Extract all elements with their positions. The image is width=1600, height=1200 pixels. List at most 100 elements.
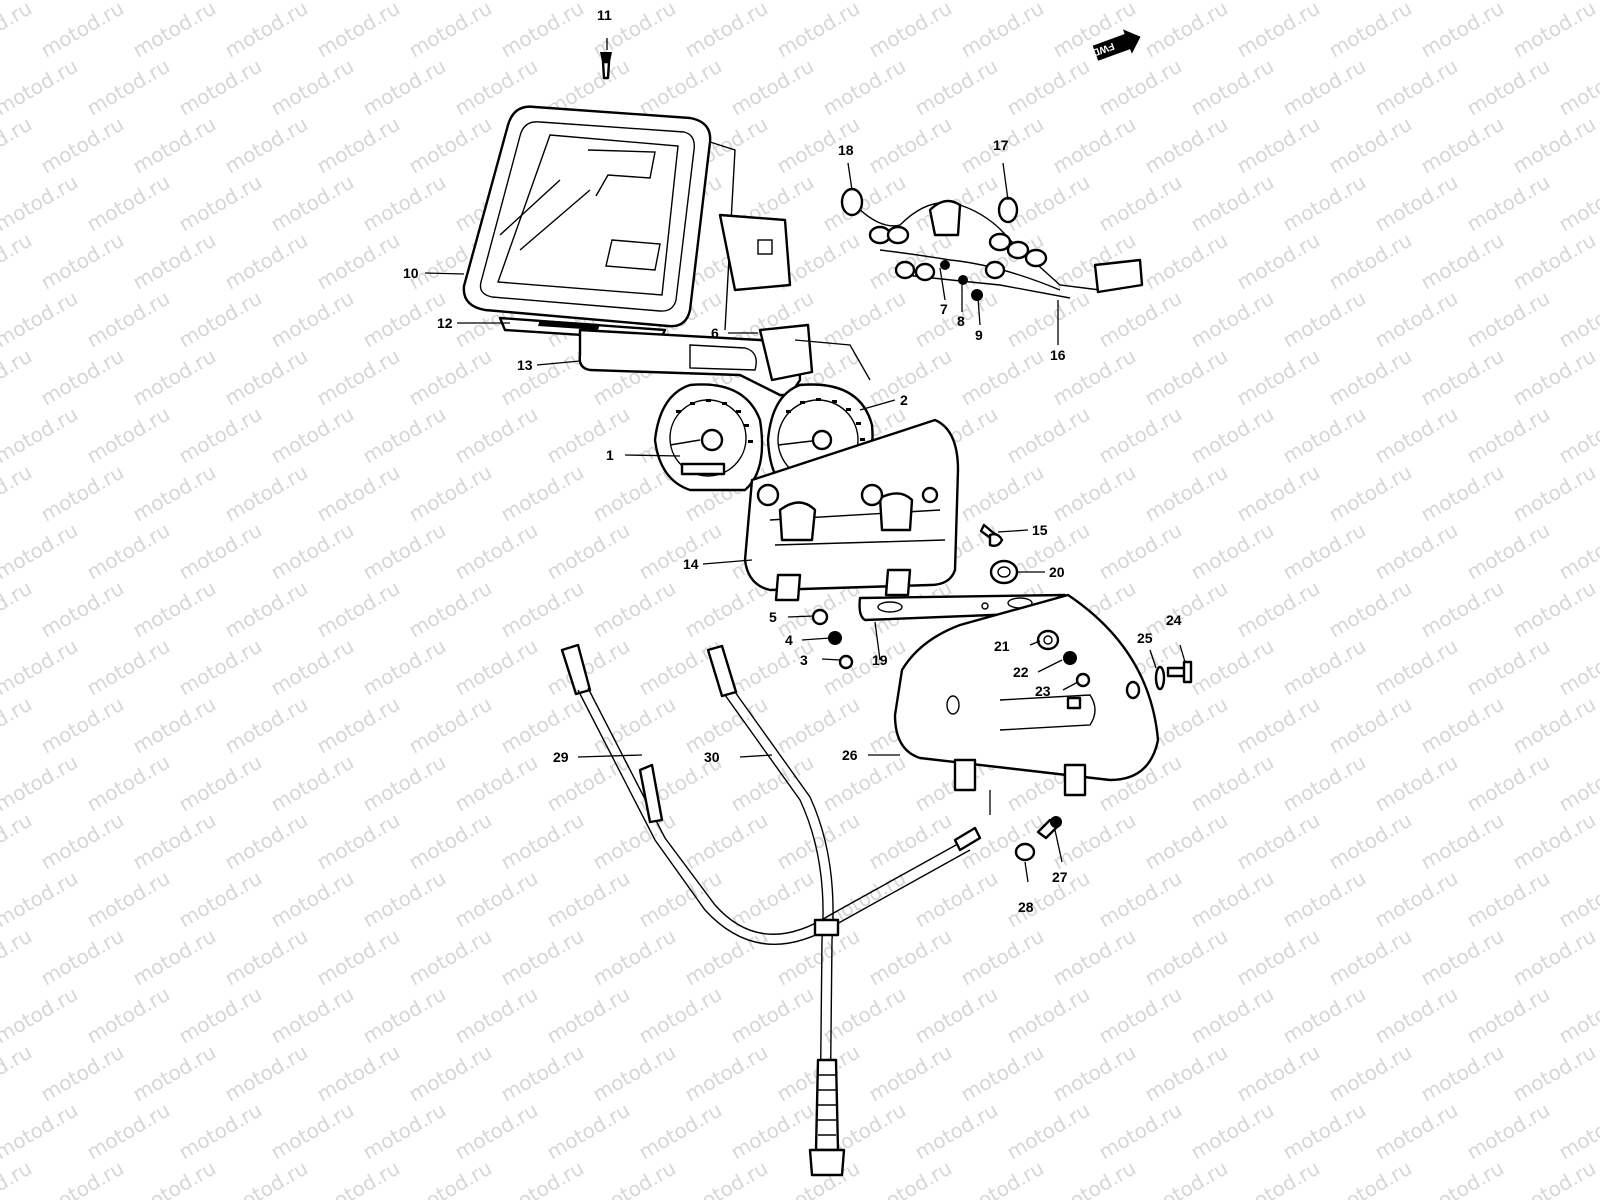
watermark-text: motod.ru <box>129 344 220 411</box>
watermark-text: motod.ru <box>0 982 82 1049</box>
socket-18 <box>840 187 864 217</box>
watermark-text: motod.ru <box>175 750 266 817</box>
watermark-text: motod.ru <box>1095 0 1186 4</box>
watermark-text: motod.ru <box>405 692 496 759</box>
watermark-text: motod.ru <box>635 54 726 121</box>
watermark-text: motod.ru <box>497 0 588 62</box>
watermark-text: motod.ru <box>405 112 496 179</box>
watermark-text: motod.ru <box>1141 808 1232 875</box>
watermark-text: motod.ru <box>0 402 82 469</box>
watermark-text: motod.ru <box>957 460 1048 527</box>
watermark-text: motod.ru <box>589 692 680 759</box>
bolt-24 <box>1166 660 1193 684</box>
watermark-text: motod.ru <box>1279 286 1370 353</box>
watermark-text: motod.ru <box>1095 518 1186 585</box>
washer-23 <box>1075 672 1091 688</box>
watermark-text: motod.ru <box>1003 0 1094 4</box>
watermark-text: motod.ru <box>1463 866 1554 933</box>
callout-10: 10 <box>403 265 419 281</box>
watermark-text: motod.ru <box>451 1098 542 1165</box>
watermark-text: motod.ru <box>865 0 956 62</box>
watermark-text: motod.ru <box>1279 982 1370 1049</box>
watermark-text: motod.ru <box>543 0 634 4</box>
watermark-text: motod.ru <box>451 866 542 933</box>
watermark-text: motod.ru <box>175 982 266 1049</box>
watermark-text: motod.ru <box>589 808 680 875</box>
watermark-text: motod.ru <box>313 1156 404 1200</box>
watermark-text: motod.ru <box>267 54 358 121</box>
watermark-text: motod.ru <box>175 0 266 4</box>
tachometer-gauge <box>653 383 764 492</box>
watermark-text: motod.ru <box>1509 344 1600 411</box>
watermark-text: motod.ru <box>359 982 450 1049</box>
watermark-text: motod.ru <box>1417 460 1508 527</box>
watermark-text: motod.ru <box>1463 1098 1554 1165</box>
watermark-text: motod.ru <box>1325 344 1416 411</box>
watermark-text: motod.ru <box>497 1040 588 1107</box>
watermark-text: motod.ru <box>1003 402 1094 469</box>
watermark-text: motod.ru <box>1141 112 1232 179</box>
watermark-text: motod.ru <box>1279 170 1370 237</box>
watermark-text: motod.ru <box>865 1040 956 1107</box>
watermark-text: motod.ru <box>1095 866 1186 933</box>
watermark-text: motod.ru <box>0 692 36 759</box>
watermark-text: motod.ru <box>0 344 36 411</box>
watermark-text: motod.ru <box>221 692 312 759</box>
watermark-text: motod.ru <box>589 576 680 643</box>
watermark-text: motod.ru <box>129 112 220 179</box>
socket-17 <box>997 196 1019 224</box>
watermark-text: motod.ru <box>1417 1156 1508 1200</box>
watermark-text: motod.ru <box>0 1040 36 1107</box>
watermark-text: motod.ru <box>0 228 36 295</box>
watermark-text: motod.ru <box>405 460 496 527</box>
watermark-text: motod.ru <box>1049 924 1140 991</box>
watermark-text: motod.ru <box>1187 982 1278 1049</box>
watermark-text: motod.ru <box>83 402 174 469</box>
watermark-text: motod.ru <box>37 460 128 527</box>
watermark-text: motod.ru <box>543 402 634 469</box>
watermark-text: motod.ru <box>1141 1156 1232 1200</box>
watermark-text: motod.ru <box>37 0 128 62</box>
watermark-text: motod.ru <box>1417 924 1508 991</box>
watermark-text: motod.ru <box>1095 54 1186 121</box>
watermark-text: motod.ru <box>1509 0 1600 62</box>
watermark-text: motod.ru <box>1095 170 1186 237</box>
watermark-text: motod.ru <box>1095 402 1186 469</box>
watermark-text: motod.ru <box>1187 518 1278 585</box>
watermark-text: motod.ru <box>37 808 128 875</box>
watermark-text: motod.ru <box>221 460 312 527</box>
watermark-text: motod.ru <box>1417 228 1508 295</box>
watermark-text: motod.ru <box>129 808 220 875</box>
speedometer-cable <box>706 644 846 1177</box>
watermark-text: motod.ru <box>37 112 128 179</box>
watermark-text: motod.ru <box>819 750 910 817</box>
watermark-text: motod.ru <box>267 1098 358 1165</box>
watermark-text: motod.ru <box>1141 460 1232 527</box>
callout-29: 29 <box>553 749 569 765</box>
watermark-text: motod.ru <box>1463 286 1554 353</box>
callout-28: 28 <box>1018 899 1034 915</box>
watermark-text: motod.ru <box>221 1156 312 1200</box>
watermark-text: motod.ru <box>1233 1156 1324 1200</box>
watermark-text: motod.ru <box>1555 1098 1600 1165</box>
watermark-text: motod.ru <box>405 1040 496 1107</box>
watermark-text: motod.ru <box>635 0 726 4</box>
watermark-text: motod.ru <box>1463 982 1554 1049</box>
watermark-text: motod.ru <box>313 344 404 411</box>
watermark-text: motod.ru <box>313 112 404 179</box>
watermark-text: motod.ru <box>1233 460 1324 527</box>
grommet-20 <box>989 559 1019 585</box>
watermark-text: motod.ru <box>175 402 266 469</box>
watermark-text: motod.ru <box>497 460 588 527</box>
watermark-text: motod.ru <box>313 460 404 527</box>
watermark-text: motod.ru <box>1509 460 1600 527</box>
watermark-text: motod.ru <box>83 634 174 701</box>
screw-27 <box>1036 816 1062 840</box>
watermark-text: motod.ru <box>1555 634 1600 701</box>
watermark-text: motod.ru <box>129 0 220 62</box>
watermark-text: motod.ru <box>1509 924 1600 991</box>
watermark-text: motod.ru <box>1325 460 1416 527</box>
watermark-text: motod.ru <box>1233 576 1324 643</box>
watermark-text: motod.ru <box>1279 634 1370 701</box>
watermark-text: motod.ru <box>37 692 128 759</box>
